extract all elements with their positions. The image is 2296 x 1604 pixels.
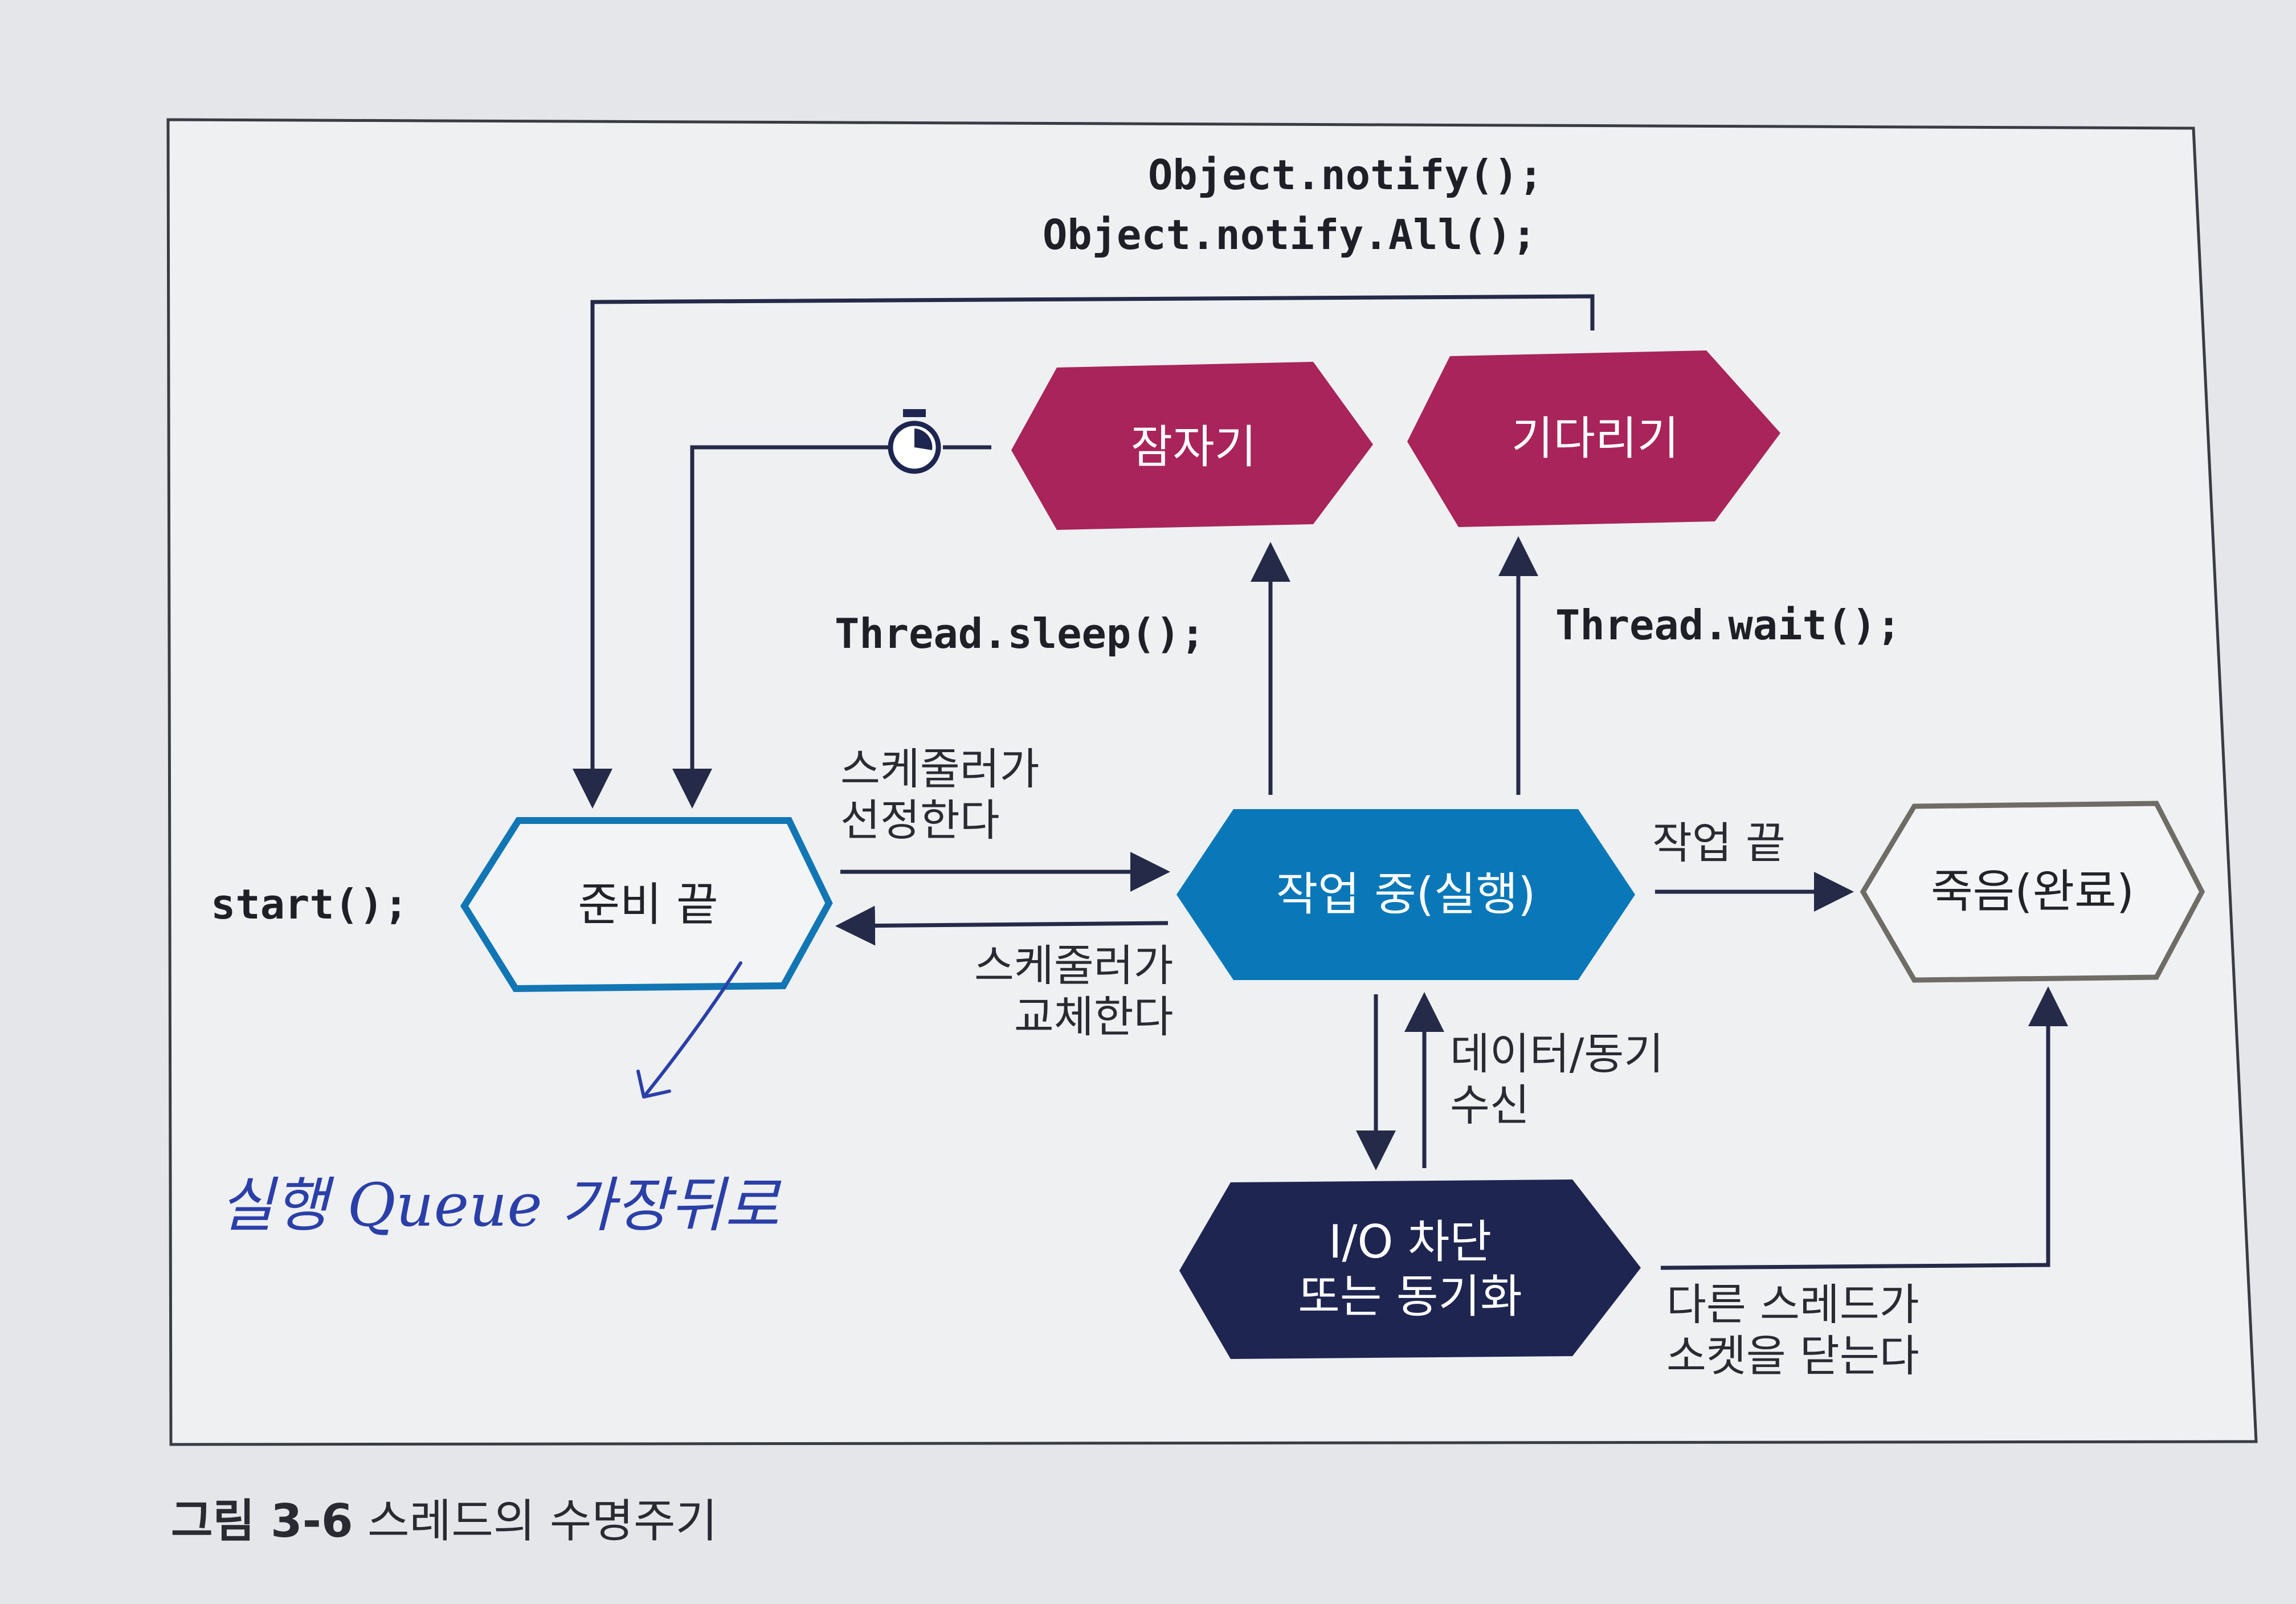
socket-close-arrow	[1660, 986, 2068, 1270]
start-code: start();	[211, 880, 408, 928]
dead-label: 죽음(완료)	[1931, 865, 2134, 918]
handwritten-note: 실행 Queue 가장뒤로	[219, 1170, 779, 1240]
blocked-label: I/O 차단 또는 동기화	[1298, 1215, 1522, 1323]
scheduler-select-line2: 선정한다	[840, 794, 1000, 846]
sleep-return-arrow	[672, 445, 894, 809]
caption-number: 그림 3-6	[171, 1495, 353, 1548]
running-node	[1176, 809, 1635, 980]
data-sync-label: 데이터/동기 수신	[1450, 1028, 1664, 1130]
waiting-label: 기다리기	[1511, 412, 1680, 465]
scheduler-select-line1: 스케줄러가	[840, 744, 1040, 794]
blocked-node	[1179, 1179, 1641, 1359]
running-label: 작업 중(실행)	[1276, 868, 1536, 921]
stopwatch-icon	[888, 409, 941, 474]
scheduler-replace-line2: 교체한다	[1014, 991, 1174, 1042]
sleeping-node	[1011, 362, 1373, 530]
data-sync-line2: 수신	[1450, 1079, 1530, 1130]
socket-close-label: 다른 스레드가 소켓을 닫는다	[1666, 1279, 1919, 1381]
socket-close-line2: 소켓을 닫는다	[1666, 1330, 1919, 1381]
sleeping-label: 잠자기	[1130, 421, 1257, 474]
figure-caption: 그림 3-6 스레드의 수명주기	[171, 1484, 717, 1550]
ready-label: 준비 끝	[578, 877, 718, 931]
caption-text: 스레드의 수명주기	[367, 1495, 718, 1548]
handwritten-arrow	[636, 961, 742, 1099]
waiting-node	[1407, 350, 1780, 527]
ready-node	[460, 817, 833, 993]
data-sync-line1: 데이터/동기	[1450, 1028, 1664, 1079]
scheduler-replace-line1: 스케줄러가	[974, 940, 1174, 991]
notify-arrow	[573, 294, 1595, 809]
wait-code: Thread.wait();	[1555, 601, 1901, 649]
scheduler-replace-label: 스케줄러가 교체한다	[974, 940, 1174, 1042]
sleep-code: Thread.sleep();	[835, 610, 1206, 658]
socket-close-line1: 다른 스레드가	[1666, 1279, 1919, 1330]
scheduler-select-label: 스케줄러가 선정한다	[840, 744, 1040, 846]
work-done-label: 작업 끝	[1652, 818, 1786, 868]
scheduler-replace-arrow	[835, 905, 1169, 946]
dead-node	[1860, 801, 2205, 983]
notify-code-line1: Object.notify();	[1148, 151, 1543, 199]
notify-code-line2: Object.notify.All();	[1043, 211, 1537, 259]
